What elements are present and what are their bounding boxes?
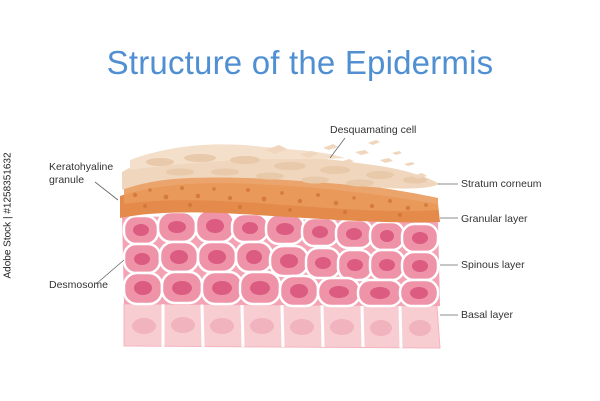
page-title: Structure of the Epidermis xyxy=(106,44,494,81)
granular-layer xyxy=(120,175,440,223)
label-keratohyaline-line1: Keratohyaline xyxy=(49,161,114,173)
desquamating-flakes xyxy=(265,140,427,179)
basal-layer-cells xyxy=(123,303,441,349)
label-keratohyaline-granule: Keratohyaline granule xyxy=(49,161,113,187)
label-desquamating-cell: Desquamating cell xyxy=(330,124,417,136)
leader-lines xyxy=(94,137,458,316)
label-stratum-corneum: Stratum corneum xyxy=(461,178,542,190)
label-basal-layer: Basal layer xyxy=(461,309,513,321)
label-desmosome: Desmosome xyxy=(49,279,108,291)
label-spinous-layer: Spinous layer xyxy=(461,259,525,271)
stock-id-text: Adobe Stock | #1258351632 xyxy=(2,152,14,279)
stratum-corneum xyxy=(122,140,440,190)
label-granular-layer: Granular layer xyxy=(461,213,528,225)
spinous-layer-cells xyxy=(122,208,440,308)
label-keratohyaline-line2: granule xyxy=(49,174,85,186)
